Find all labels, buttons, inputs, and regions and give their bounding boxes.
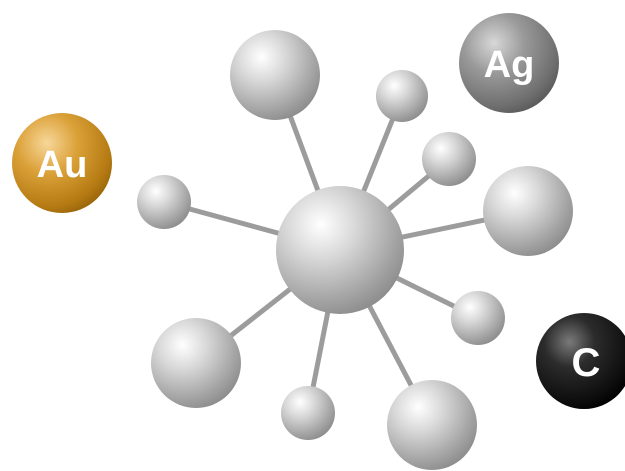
element-gold: Au [12, 113, 112, 213]
element-carbon: C [536, 313, 625, 409]
silver-sphere [459, 13, 559, 113]
carbon-symbol: C [572, 341, 601, 385]
atom-bottom [281, 386, 335, 440]
gold-symbol: Au [37, 144, 88, 186]
atom-left [137, 175, 191, 229]
atom-top-right-small [376, 70, 428, 122]
atom-upper-right [422, 132, 476, 186]
silver-symbol: Ag [484, 44, 535, 86]
atom-group [137, 30, 573, 470]
gold-sphere [12, 113, 112, 213]
atom-bottom-left [151, 318, 241, 408]
element-silver: Ag [459, 13, 559, 113]
atom-center [276, 186, 404, 314]
atom-top [230, 30, 320, 120]
atom-right [483, 166, 573, 256]
atom-bottom-right [387, 380, 477, 470]
atom-lower-right [451, 291, 505, 345]
carbon-sphere [536, 313, 625, 409]
